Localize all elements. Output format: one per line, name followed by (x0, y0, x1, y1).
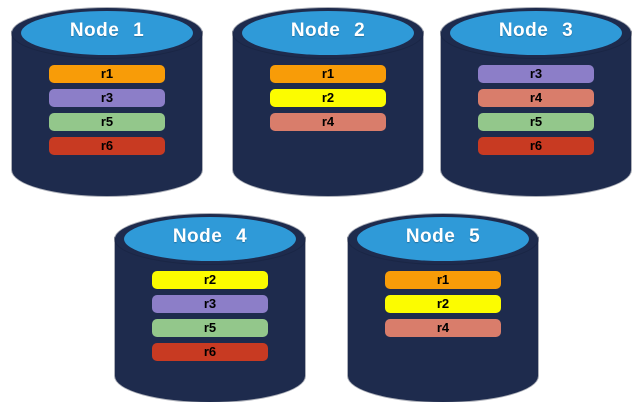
replica-bar-r3: r3 (152, 295, 268, 313)
node-cylinder-4: Node 4 r2 r3 r5 r6 (115, 214, 305, 402)
node-cylinder-3: Node 3 r3 r4 r5 r6 (441, 8, 631, 196)
replica-bar-r6: r6 (478, 137, 594, 155)
replica-bar-r5: r5 (478, 113, 594, 131)
replica-bar-r4: r4 (270, 113, 386, 131)
replica-bars: r1 r2 r4 (385, 271, 501, 337)
node-cylinder-2: Node 2 r1 r2 r4 (233, 8, 423, 196)
replica-bar-r2: r2 (385, 295, 501, 313)
replica-bars: r1 r2 r4 (270, 65, 386, 131)
replica-bar-r4: r4 (385, 319, 501, 337)
node-cylinder-1: Node 1 r1 r3 r5 r6 (12, 8, 202, 196)
node-title: Node 3 (498, 20, 574, 41)
node-title: Node 4 (172, 226, 248, 247)
replica-bar-r1: r1 (270, 65, 386, 83)
replica-bar-r2: r2 (152, 271, 268, 289)
replica-bar-r4: r4 (478, 89, 594, 107)
replica-bars: r3 r4 r5 r6 (478, 65, 594, 155)
node-title: Node 1 (69, 20, 145, 41)
node-title: Node 2 (290, 20, 366, 41)
node-title: Node 5 (405, 226, 481, 247)
replica-bar-r5: r5 (49, 113, 165, 131)
replica-bar-r1: r1 (49, 65, 165, 83)
replica-bar-r2: r2 (270, 89, 386, 107)
replica-bar-r3: r3 (49, 89, 165, 107)
replica-bar-r6: r6 (49, 137, 165, 155)
replica-bar-r1: r1 (385, 271, 501, 289)
database-icon (450, 11, 622, 55)
replica-bar-r5: r5 (152, 319, 268, 337)
database-icon (242, 11, 414, 55)
database-icon (21, 11, 193, 55)
node-cylinder-5: Node 5 r1 r2 r4 (348, 214, 538, 402)
replica-bar-r3: r3 (478, 65, 594, 83)
database-icon (357, 217, 529, 261)
replica-bars: r1 r3 r5 r6 (49, 65, 165, 155)
replica-bars: r2 r3 r5 r6 (152, 271, 268, 361)
replica-bar-r6: r6 (152, 343, 268, 361)
database-icon (124, 217, 296, 261)
